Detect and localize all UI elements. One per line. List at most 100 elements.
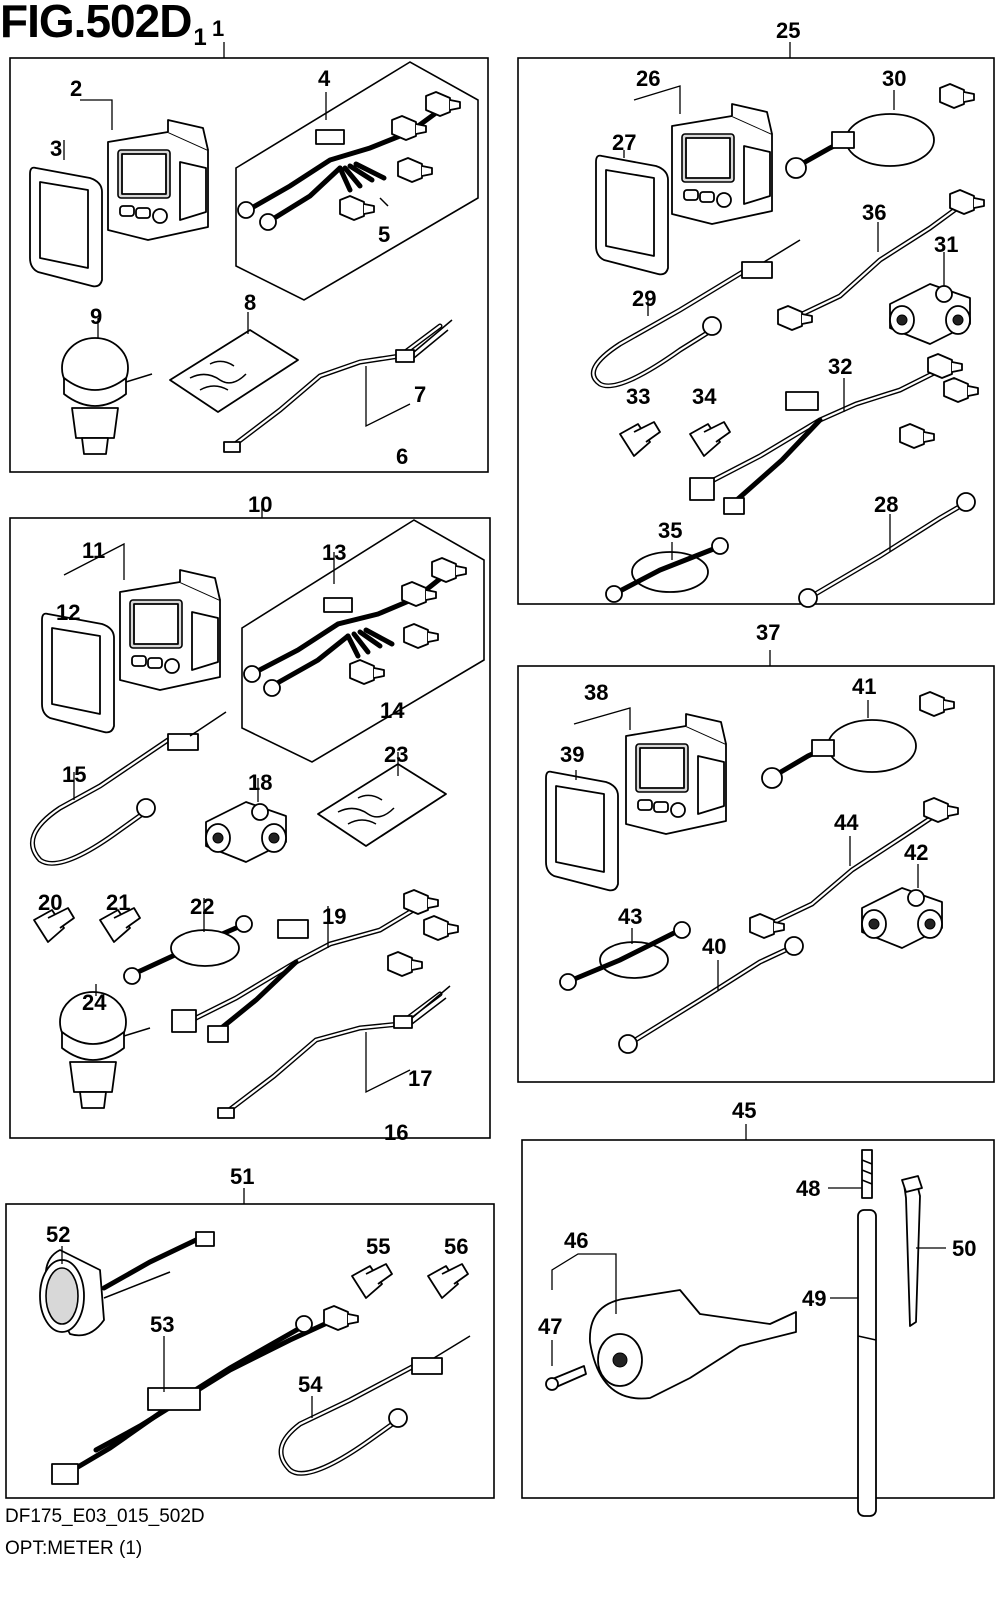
callout-26: 26: [636, 66, 660, 91]
callout-50: 50: [952, 1236, 976, 1261]
callout-43: 43: [618, 904, 642, 929]
bezel-39: [545, 770, 619, 892]
figure-title: FIG.502D1: [0, 0, 207, 52]
callout-17: 17: [408, 1066, 432, 1091]
tee-18: [205, 801, 287, 863]
strap-50: [901, 1175, 923, 1327]
tube-49: [857, 1209, 877, 1517]
callout-42: 42: [904, 840, 928, 865]
callout-15: 15: [62, 762, 86, 787]
figure-number: FIG.502D: [0, 0, 192, 47]
callout-52: 52: [46, 1222, 70, 1247]
cap-55: [351, 1263, 393, 1299]
meter-38: [625, 713, 727, 835]
callout-30: 30: [882, 66, 906, 91]
tee-42: [861, 887, 943, 949]
callout-7: 7: [414, 382, 426, 407]
callout-40: 40: [702, 934, 726, 959]
callout-33: 33: [626, 384, 650, 409]
callout-19: 19: [322, 904, 346, 929]
callout-22: 22: [190, 894, 214, 919]
callout-10: 10: [248, 492, 272, 517]
cable-6: [223, 319, 453, 453]
callout-9: 9: [90, 304, 102, 329]
callout-56: 56: [444, 1234, 468, 1259]
callout-44: 44: [834, 810, 859, 835]
callout-32: 32: [828, 354, 852, 379]
callout-48: 48: [796, 1176, 820, 1201]
callout-47: 47: [538, 1314, 562, 1339]
callout-numbers: 1 2 3 4 5 6 7 8 9 10 11 12 13 14 15 16 1…: [38, 16, 976, 1397]
cap-34: [689, 421, 731, 457]
diagram-name: OPT:METER (1): [5, 1538, 143, 1559]
bracket-46: [589, 1289, 797, 1400]
callout-3: 3: [50, 136, 62, 161]
cable-16: [217, 985, 451, 1119]
callout-5: 5: [378, 222, 390, 247]
callout-21: 21: [106, 890, 130, 915]
callout-28: 28: [874, 492, 898, 517]
cable-29: [590, 239, 801, 389]
gauge-52: [39, 1231, 215, 1337]
callout-45: 45: [732, 1098, 756, 1123]
callout-35: 35: [658, 518, 682, 543]
callout-24: 24: [82, 990, 107, 1015]
figure-suffix: 1: [193, 24, 206, 51]
callout-39: 39: [560, 742, 584, 767]
bag-8: [169, 329, 299, 413]
bezel-12: [41, 612, 115, 734]
gps-9: [61, 337, 153, 455]
callout-54: 54: [298, 1372, 323, 1397]
tee-31: [889, 283, 971, 345]
box-51-assembly: [5, 1188, 495, 1499]
callout-11: 11: [82, 538, 105, 563]
harness-4: [235, 61, 479, 301]
harness-13: [241, 519, 485, 763]
callout-2: 2: [70, 76, 82, 101]
cable-15: [29, 711, 227, 866]
callout-13: 13: [322, 540, 346, 565]
cable-44: [749, 797, 959, 939]
bezel-3: [29, 166, 103, 288]
box-45-assembly: [521, 1124, 995, 1517]
callout-36: 36: [862, 200, 886, 225]
bag-23: [317, 763, 447, 847]
box-25-assembly: [517, 42, 995, 608]
box-1-assembly: [9, 42, 489, 473]
callout-25: 25: [776, 18, 800, 43]
diagram-code: DF175_E03_015_502D: [5, 1506, 205, 1527]
callout-37: 37: [756, 620, 780, 645]
callout-6: 6: [396, 444, 408, 469]
callout-34: 34: [692, 384, 717, 409]
cable-22: [123, 915, 253, 985]
callout-14: 14: [380, 698, 405, 723]
meter-2: [107, 119, 209, 241]
callout-16: 16: [384, 1120, 408, 1145]
cable-35: [605, 537, 729, 603]
callout-46: 46: [564, 1228, 588, 1253]
harness-53: [51, 1305, 359, 1485]
cable-43: [559, 921, 691, 991]
meter-11: [119, 569, 221, 691]
callout-23: 23: [384, 742, 408, 767]
callout-27: 27: [612, 130, 636, 155]
callout-1: 1: [212, 16, 224, 41]
screw-47: [545, 1365, 587, 1391]
callout-53: 53: [150, 1312, 174, 1337]
callout-29: 29: [632, 286, 656, 311]
callout-41: 41: [852, 674, 876, 699]
cable-54: [278, 1335, 471, 1476]
callout-4: 4: [318, 66, 331, 91]
bezel-27: [595, 154, 669, 276]
cable-41: [761, 691, 955, 789]
box-10-assembly: [9, 502, 491, 1139]
meter-26: [671, 103, 773, 225]
cable-40: [618, 936, 804, 1054]
cable-30: [785, 83, 975, 179]
pin-48: [861, 1149, 873, 1199]
harness-32: [689, 353, 979, 515]
box-37-assembly: [517, 650, 995, 1083]
callout-8: 8: [244, 290, 256, 315]
callout-51: 51: [230, 1164, 254, 1189]
harness-19: [171, 889, 459, 1043]
